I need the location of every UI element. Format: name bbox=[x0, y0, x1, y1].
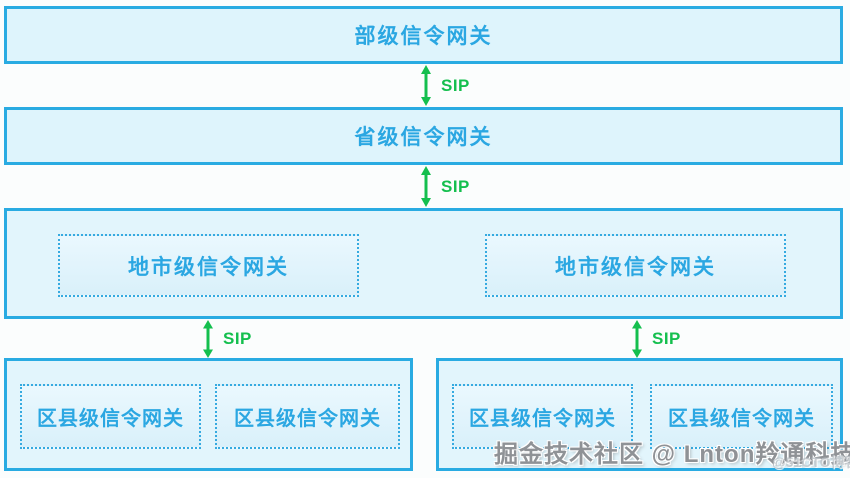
double-arrow-icon bbox=[421, 166, 431, 207]
province-gateway-box: 省级信令网关 bbox=[4, 107, 843, 165]
ministry-gateway-box: 部级信令网关 bbox=[4, 6, 843, 64]
county-gateway-container-right: 区县级信令网关 区县级信令网关 bbox=[436, 358, 843, 471]
connection-city-county-right: SIP bbox=[629, 320, 681, 358]
county-gateway-box: 区县级信令网关 bbox=[20, 384, 201, 449]
county-gateway-label: 区县级信令网关 bbox=[37, 408, 184, 430]
county-gateway-container-left: 区县级信令网关 区县级信令网关 bbox=[4, 358, 413, 471]
sip-protocol-label: SIP bbox=[441, 75, 470, 95]
double-arrow-icon bbox=[421, 65, 431, 106]
city-gateway-box: 地市级信令网关 bbox=[58, 234, 359, 297]
city-gateway-container: 地市级信令网关 地市级信令网关 bbox=[4, 208, 843, 319]
double-arrow-icon bbox=[632, 320, 642, 358]
county-gateway-box: 区县级信令网关 bbox=[215, 384, 400, 449]
city-gateway-label: 地市级信令网关 bbox=[555, 255, 716, 279]
sip-protocol-label: SIP bbox=[441, 176, 470, 196]
county-gateway-label: 区县级信令网关 bbox=[234, 408, 381, 430]
city-gateway-label: 地市级信令网关 bbox=[128, 255, 289, 279]
county-gateway-label: 区县级信令网关 bbox=[668, 408, 815, 430]
ministry-gateway-label: 部级信令网关 bbox=[354, 25, 493, 48]
county-gateway-box: 区县级信令网关 bbox=[452, 384, 633, 449]
connection-city-county-left: SIP bbox=[200, 320, 252, 358]
double-arrow-icon bbox=[203, 320, 213, 358]
county-gateway-box: 区县级信令网关 bbox=[650, 384, 833, 449]
sip-protocol-label: SIP bbox=[652, 329, 681, 348]
county-gateway-label: 区县级信令网关 bbox=[469, 408, 616, 430]
province-gateway-label: 省级信令网关 bbox=[354, 126, 493, 149]
connection-province-city: SIP bbox=[418, 166, 470, 207]
city-gateway-box: 地市级信令网关 bbox=[485, 234, 786, 297]
sip-protocol-label: SIP bbox=[223, 329, 252, 348]
connection-ministry-province: SIP bbox=[418, 65, 470, 106]
